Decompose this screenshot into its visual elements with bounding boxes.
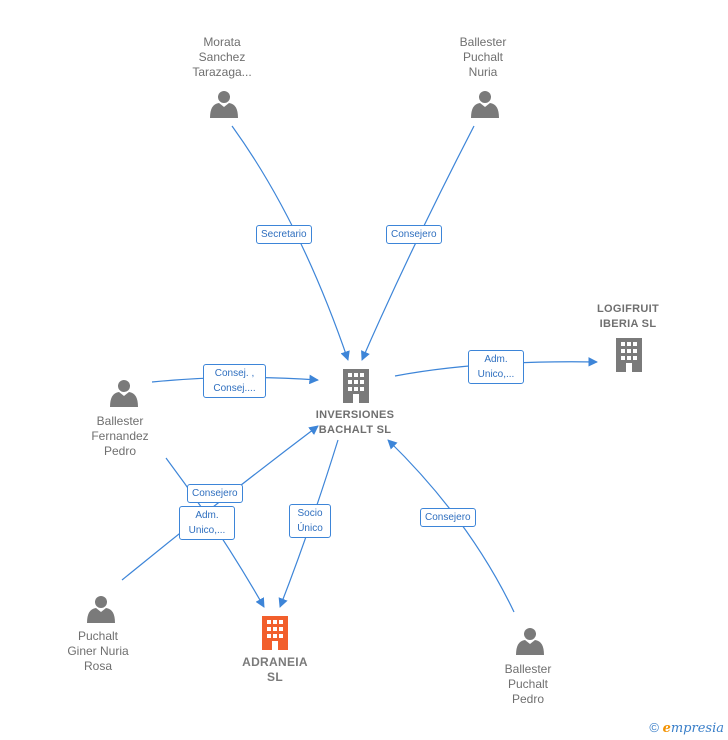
person-icon xyxy=(210,91,238,118)
edge-nuria-inversiones xyxy=(361,125,475,361)
person-icon xyxy=(516,628,544,655)
building-icon-focus xyxy=(262,616,288,650)
node-adraneia-label[interactable]: ADRANEIA SL xyxy=(242,655,308,684)
node-puchalt-giner-label[interactable]: Puchalt Giner Nuria Rosa xyxy=(67,629,129,673)
person-icon xyxy=(110,380,138,407)
person-icon xyxy=(471,91,499,118)
edge-label-socio-unico: Socio Único xyxy=(289,504,331,538)
brand-logo: © empresia xyxy=(649,720,724,736)
building-icon xyxy=(616,338,642,372)
node-inversiones-label[interactable]: INVERSIONES BACHALT SL xyxy=(315,409,395,436)
edge-label-consej-multi: Consej. , Consej.... xyxy=(203,364,266,398)
edge-label-consejero-mid: Consejero xyxy=(187,484,243,503)
building-icon xyxy=(343,369,369,403)
node-ballester-nuria-label[interactable]: Ballester Puchalt Nuria xyxy=(459,35,507,79)
edge-label-adm-unico-logifruit: Adm. Unico,... xyxy=(468,350,524,384)
node-morata-label[interactable]: Morata Sanchez Tarazaga... xyxy=(192,35,252,79)
copyright-icon: © xyxy=(649,720,659,735)
person-icon xyxy=(87,596,115,623)
node-ballester-fernandez-label[interactable]: Ballester Fernandez Pedro xyxy=(91,414,149,458)
edge-label-consejero-right: Consejero xyxy=(420,508,476,527)
node-logifruit-label[interactable]: LOGIFRUIT IBERIA SL xyxy=(597,303,659,330)
edge-label-adm-unico-adraneia: Adm. Unico,... xyxy=(179,506,235,540)
node-ballester-pedro-label[interactable]: Ballester Puchalt Pedro xyxy=(504,662,552,706)
edge-label-secretario: Secretario xyxy=(256,225,312,244)
edge-label-consejero-top: Consejero xyxy=(386,225,442,244)
